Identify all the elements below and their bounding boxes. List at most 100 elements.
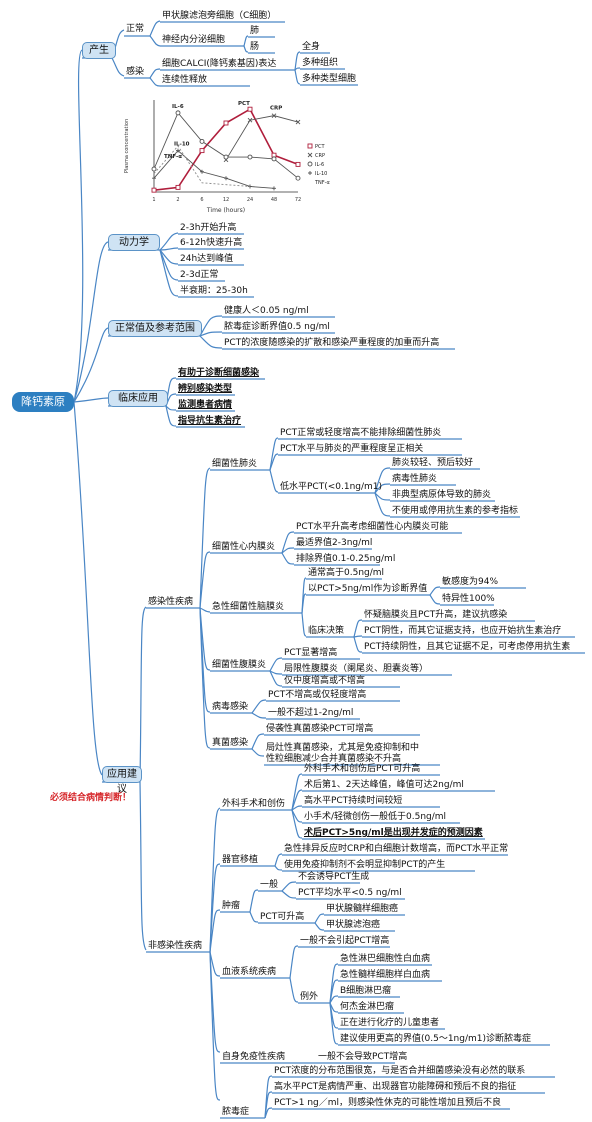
peritonitis-item: PCT显著增高 (284, 648, 338, 658)
sepsis-item: PCT>1 ng／ml，则感染性休克的可能性增加且预后不良 (274, 1098, 502, 1108)
infectious-label: 感染性疾病 (148, 597, 194, 607)
produce-calci-sub: 全身 (302, 42, 321, 52)
pneumonia-low-item: 不使用或停用抗生素的参考指标 (392, 506, 519, 516)
chart-point (295, 119, 301, 125)
blood-exception-item: 急性髓样细胞样白血病 (340, 970, 431, 980)
chart-legend-marker (307, 143, 313, 149)
blood-exception-item: B细胞淋巴瘤 (340, 986, 392, 996)
endocarditis-label: 细菌性心内膜炎 (212, 542, 276, 552)
chart-x-tick-label: 24 (247, 197, 253, 203)
produce-neuro-sub: 肺 (250, 26, 260, 36)
branch-produce[interactable]: 产生 (82, 42, 116, 59)
blood-exception-item: 正在进行化疗的儿童患者 (340, 1018, 440, 1028)
kinetics-item: 半衰期：25-30h (180, 286, 248, 296)
surgery-item: 术后第1、2天达峰值，峰值可达2ng/ml (304, 780, 464, 790)
blood-item: 一般不会引起PCT增高 (300, 936, 390, 946)
kinetics-item: 2-3h开始升高 (180, 223, 237, 233)
produce-infection-item: 连续性释放 (162, 75, 208, 85)
produce-calci-sub: 多种组织 (302, 58, 339, 68)
chart-x-tick-label: 48 (271, 197, 277, 203)
branch-advice[interactable]: 应用建议 (102, 766, 142, 795)
chart-annotation: PCT (238, 101, 250, 107)
clinical-item: 辨别感染类型 (178, 384, 233, 394)
root-node[interactable]: 降钙素原 (12, 392, 74, 412)
surgery-item: 高水平PCT持续时间较短 (304, 796, 403, 806)
branch-kinetics[interactable]: 动力学 (108, 234, 160, 251)
chart-x-tick-label: 12 (223, 197, 229, 203)
chart-point (199, 138, 205, 144)
normal-item: PCT的浓度随感染的扩散和感染严重程度的加重而升高 (224, 338, 440, 348)
pneumonia-low-item: 肺炎较轻、预后较好 (392, 458, 474, 468)
chart-series-line-CRP (225, 115, 299, 161)
meningitis-label: 急性细菌性脑膜炎 (212, 602, 285, 612)
produce-infection-item: 细胞CALCI(降钙素基因)表达 (162, 59, 277, 69)
chart-x-tick-label: 1 (152, 197, 155, 203)
chart-point (200, 169, 204, 174)
blood-label: 血液系统疾病 (222, 967, 277, 977)
branch-clinical[interactable]: 临床应用 (108, 390, 168, 407)
autoimmune-label: 自身免疫性疾病 (222, 1052, 286, 1062)
blood-exception-item: 建议使用更高的界值(0.5～1ng/m1)诊断脓毒症 (340, 1034, 532, 1044)
blood-exception-label: 例外 (300, 992, 319, 1002)
chart-point (248, 184, 252, 189)
produce-infection-label: 感染 (126, 67, 145, 77)
transplant-item: 使用免疫抑制剂不会明显抑制PCT的产生 (284, 860, 446, 870)
pneumonia-low-item: 病毒性肺炎 (392, 474, 438, 484)
chart-point (295, 175, 301, 181)
meningitis-decision-item: 怀疑脑膜炎且PCT升高，建议抗感染 (364, 610, 508, 620)
chart-point (151, 187, 157, 193)
chart-legend-marker (308, 171, 312, 175)
chart-legend-label: TNF-α (314, 180, 330, 186)
chart-point (223, 120, 229, 126)
chart-annotation: IL-6 (172, 104, 184, 110)
tumor-general-label: 一般 (260, 880, 279, 890)
kinetics-item: 6-12h快速升高 (180, 238, 243, 248)
chart-point (271, 113, 277, 118)
sepsis-item: 高水平PCT是病情严重、出现器官功能障碍和预后不良的指征 (274, 1082, 517, 1092)
chart-legend-label: PCT (315, 144, 326, 150)
noninfectious-label: 非感染性疾病 (148, 941, 203, 951)
produce-normal-item: 神经内分泌细胞 (162, 35, 226, 45)
tumor-high-item: 甲状腺滤泡癌 (326, 920, 381, 930)
chart-point (175, 110, 181, 116)
tumor-general-item: 不会诱导PCT生成 (298, 872, 370, 882)
pneumonia-label: 细菌性肺炎 (212, 459, 258, 469)
surgery-item: 外科手术和创伤后PCT可升高 (304, 764, 421, 774)
produce-calci-sub: 多种类型细胞 (302, 74, 357, 84)
surgery-item: 术后PCT>5ng/ml是出现并发症的预测因素 (304, 828, 483, 838)
viral-label: 病毒感染 (212, 702, 249, 712)
meningitis-item: 通常高于0.5ng/ml (308, 568, 385, 578)
chart-legend-label: IL-10 (315, 171, 327, 177)
viral-item: PCT不增高或仅轻度增高 (268, 690, 367, 700)
produce-neuro-sub: 肠 (250, 42, 260, 52)
produce-normal-label: 正常 (126, 24, 145, 34)
chart-series-line-IL-10 (153, 149, 275, 189)
normal-item: 健康人＜0.05 ng/ml (224, 306, 309, 316)
peritonitis-label: 细菌性腹膜炎 (212, 660, 267, 670)
fungal-item: 侵袭性真菌感染PCT可增高 (266, 724, 374, 734)
chart-point (175, 184, 181, 190)
endocarditis-item: 排除界值0.1-0.25ng/ml (296, 554, 396, 564)
fungal-item: 局灶性真菌感染，尤其是免疫抑制和中 (266, 743, 420, 753)
chart-point (247, 106, 253, 112)
clinical-item: 指导抗生素治疗 (178, 416, 242, 426)
tumor-high-label: PCT可升高 (260, 912, 305, 922)
chart-y-label: Plasma concentration (124, 119, 130, 173)
branch-normal-range[interactable]: 正常值及参考范围 (108, 320, 202, 337)
chart-legend-label: IL-6 (315, 162, 324, 168)
clinical-item: 有助于诊断细菌感染 (178, 368, 260, 378)
kinetics-item: 24h达到峰值 (180, 254, 234, 264)
meningitis-diag-sub: 特异性100% (442, 594, 495, 604)
chart-point (151, 166, 157, 172)
chart-legend-marker (307, 161, 313, 167)
surgery-label: 外科手术和创伤 (222, 799, 286, 809)
endocarditis-item: PCT水平升高考虑细菌性心内膜炎可能 (296, 522, 449, 532)
meningitis-item: 以PCT>5ng/ml作为诊断界值 (308, 584, 428, 594)
tumor-label: 肿瘤 (222, 901, 241, 911)
chart-legend-marker (308, 180, 312, 184)
chart-series-line-TNF-α (153, 145, 251, 187)
chart-x-tick-label: 6 (200, 197, 203, 203)
chart-point (247, 154, 253, 160)
pneumonia-low-item: 非典型病原体导致的肺炎 (392, 490, 492, 500)
chart-point (223, 154, 229, 160)
